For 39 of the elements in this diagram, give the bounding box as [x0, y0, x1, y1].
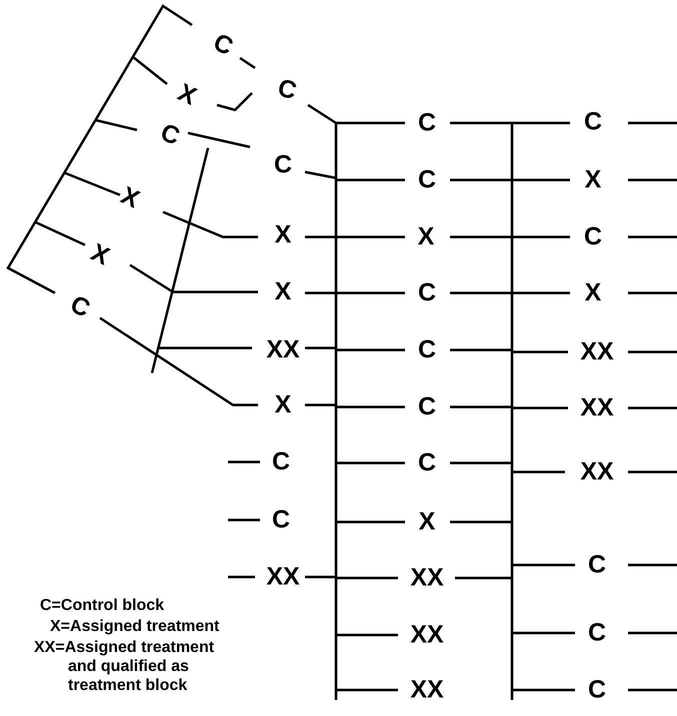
plot-mark: C	[418, 280, 436, 306]
plot-mark: C	[418, 450, 436, 476]
plot-mark: XX	[266, 564, 300, 590]
plot-mark: C	[274, 152, 292, 178]
plot-mark: C	[584, 110, 602, 134]
plot-mark: X	[274, 280, 292, 304]
plot-mark: X	[584, 168, 602, 192]
legend-text: C=Control block	[40, 596, 164, 615]
plot-mark: C	[588, 678, 606, 702]
plot-mark: X	[418, 224, 434, 250]
plot-mark: X	[174, 80, 200, 110]
plot-mark: C	[418, 168, 436, 192]
plot-mark: XX	[410, 678, 444, 702]
plot-mark: XX	[580, 460, 614, 484]
plot-mark: XX	[410, 622, 444, 648]
plot-mark: C	[418, 338, 436, 362]
plot-mark: X	[117, 183, 143, 213]
plot-mark: X	[87, 240, 113, 270]
plot-mark: C	[275, 76, 299, 104]
plot-mark: C	[272, 450, 290, 474]
plot-mark: XX	[580, 396, 614, 420]
plot-mark: C	[272, 508, 290, 532]
legend-text: X=Assigned treatment	[50, 617, 220, 636]
plot-mark: X	[418, 510, 436, 534]
legend-text: XX=Assigned treatment and qualified as treatment block	[34, 638, 216, 695]
plot-mark: C	[418, 394, 436, 420]
plot-mark: C	[584, 224, 602, 250]
plot-mark: XX	[580, 340, 614, 364]
plot-mark: XX	[410, 566, 444, 590]
plot-mark: C	[157, 120, 183, 150]
plot-mark: C	[418, 110, 436, 136]
plot-mark: XX	[266, 338, 300, 362]
plot-mark: X	[584, 280, 602, 306]
plot-mark: X	[274, 392, 292, 418]
plot-mark: C	[66, 292, 94, 322]
plot-mark: C	[588, 552, 606, 578]
plot-mark: C	[210, 30, 236, 60]
plot-mark: C	[588, 620, 606, 646]
plot-mark: X	[274, 222, 292, 248]
